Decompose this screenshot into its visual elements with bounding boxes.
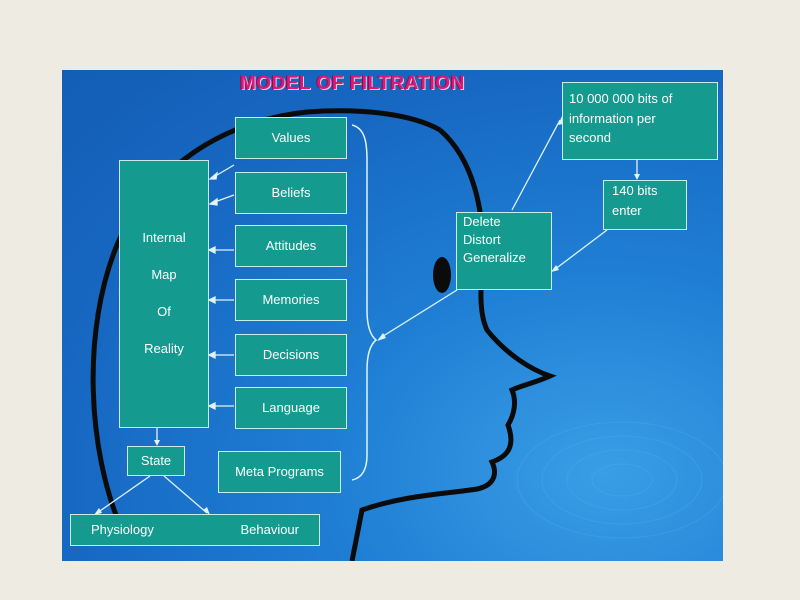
internal-map-line: Reality bbox=[144, 340, 184, 356]
bits-to-process-arrow bbox=[553, 229, 608, 271]
internal-map-line: Map bbox=[151, 267, 177, 283]
filter-language: Language bbox=[235, 387, 347, 429]
page-title: MODEL OF FILTRATION bbox=[240, 73, 465, 94]
filter-memories: Memories bbox=[235, 279, 347, 321]
filter-brace bbox=[351, 124, 378, 481]
filter-values: Values bbox=[235, 117, 347, 159]
bits-line: 140 bits bbox=[612, 183, 658, 198]
filter-beliefs: Beliefs bbox=[235, 172, 347, 214]
output-physiology: Physiology bbox=[91, 521, 154, 537]
info-line: second bbox=[569, 130, 611, 145]
process-to-filters-arrow bbox=[379, 289, 458, 339]
info-to-process-arrow bbox=[511, 119, 561, 211]
outputs-box: Physiology Behaviour bbox=[70, 514, 320, 546]
filter-attitudes: Attitudes bbox=[235, 225, 347, 267]
info-line: information per bbox=[569, 110, 656, 126]
internal-map-line: Of bbox=[157, 304, 171, 319]
filter-meta-programs: Meta Programs bbox=[218, 451, 341, 493]
filter-arrows bbox=[207, 164, 235, 411]
state-box: State bbox=[127, 446, 185, 476]
process-label: Distort bbox=[463, 232, 501, 248]
process-box: Delete Distort Generalize bbox=[456, 212, 552, 290]
ripple-decoration bbox=[516, 421, 723, 539]
filter-decisions: Decisions bbox=[235, 334, 347, 376]
state-to-behaviour-arrow bbox=[163, 475, 208, 514]
bits-enter-box: 140 bits enter bbox=[603, 180, 687, 230]
state-to-physiology-arrow bbox=[96, 475, 151, 514]
ear-shape bbox=[433, 257, 451, 293]
output-behaviour: Behaviour bbox=[240, 521, 299, 537]
process-label: Generalize bbox=[463, 250, 526, 266]
process-label: Delete bbox=[463, 214, 501, 229]
info-line: 10 000 000 bits of bbox=[569, 91, 673, 106]
slide: MODEL OF FILTRATION Internal Map Of Real… bbox=[62, 70, 723, 561]
information-input-box: 10 000 000 bits of information per secon… bbox=[562, 82, 718, 160]
internal-map-box: Internal Map Of Reality bbox=[119, 160, 209, 428]
bits-line: enter bbox=[612, 202, 642, 218]
internal-map-line: Internal bbox=[142, 230, 186, 246]
